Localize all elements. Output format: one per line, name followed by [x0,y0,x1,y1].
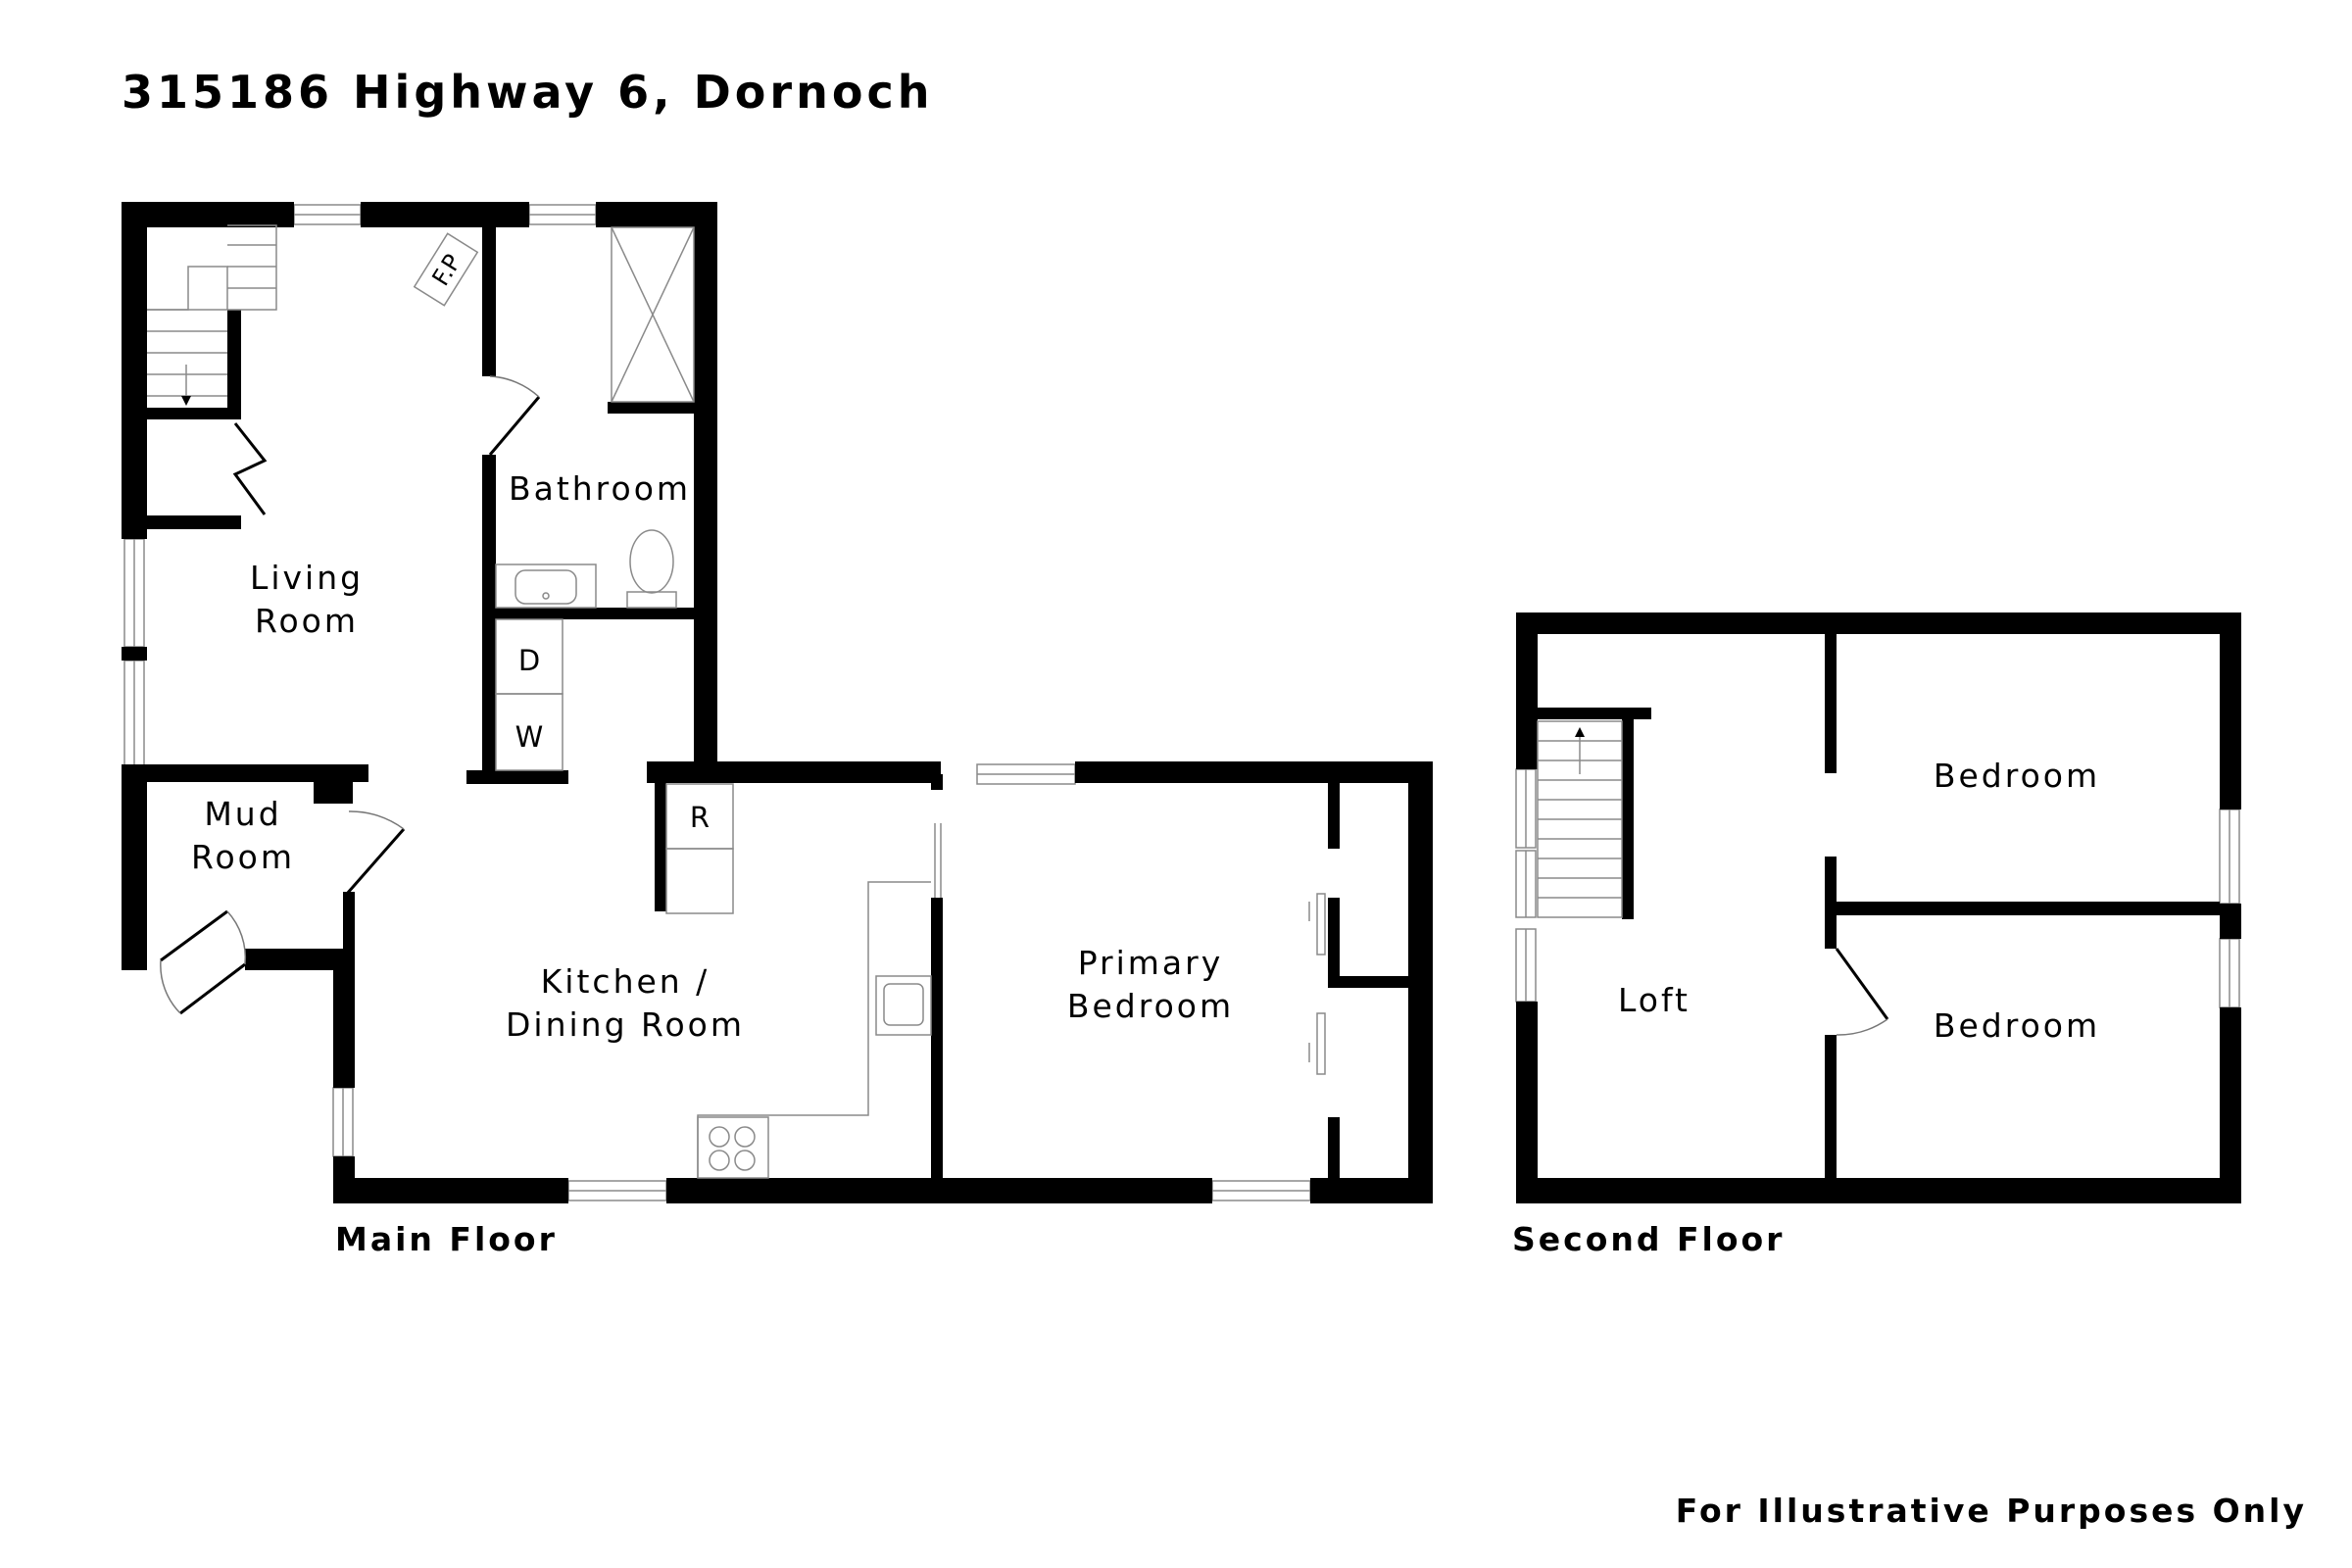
sliding-door [934,823,942,898]
door [488,375,541,456]
exterior-door [160,909,247,1015]
kitchen-counter [697,881,932,1179]
bedroom-label: Bedroom [1934,757,2100,795]
closet-sliding-doors [1308,893,1326,1075]
fireplace-label: F.P [426,250,466,291]
living-room-label: Living [250,559,364,597]
disclaimer: For Illustrative Purposes Only [1676,1492,2307,1530]
primary-bedroom-label: Primary [1078,944,1224,982]
staircase [147,224,277,406]
kitchen-sink [875,975,932,1036]
page-title: 315186 Highway 6, Dornoch [122,66,933,119]
bedroom-label: Bedroom [1934,1006,2100,1045]
main-floor-plan: F.P D [122,202,1433,1258]
refrigerator: R [665,783,734,914]
dryer-label: D [518,644,540,677]
stair-arrow-icon [181,396,191,406]
exterior-walls [1516,612,2241,1203]
living-room-label: Room [255,602,359,640]
stove [697,1116,769,1179]
washer-label: W [515,720,544,754]
mud-room-label: Room [191,838,295,876]
exterior-walls [122,202,1433,1203]
kitchen-dining-label: Kitchen / [541,962,710,1001]
primary-bedroom-label: Bedroom [1067,987,1234,1025]
laundry: D W [495,618,564,771]
kitchen-dining-label: Dining Room [506,1005,745,1044]
loft-label: Loft [1618,981,1690,1019]
door [345,810,406,895]
main-floor-caption: Main Floor [335,1220,558,1258]
refrigerator-label: R [690,801,710,834]
toilet [626,529,677,609]
bifold-door [232,422,268,515]
second-floor-caption: Second Floor [1512,1220,1785,1258]
staircase [1537,720,1623,918]
bathroom-label: Bathroom [509,469,691,508]
interior-walls [122,227,1416,1182]
shower [611,226,695,403]
second-floor-plan: Loft Bedroom Bedroom Second Floor [1512,612,2241,1258]
door [1835,948,1889,1036]
washer [495,693,564,771]
interior-walls [1538,634,2220,1182]
fireplace: F.P [413,232,479,307]
mud-room-label: Mud [204,795,281,833]
sink [495,564,597,609]
stair-arrow-icon [1575,727,1585,737]
